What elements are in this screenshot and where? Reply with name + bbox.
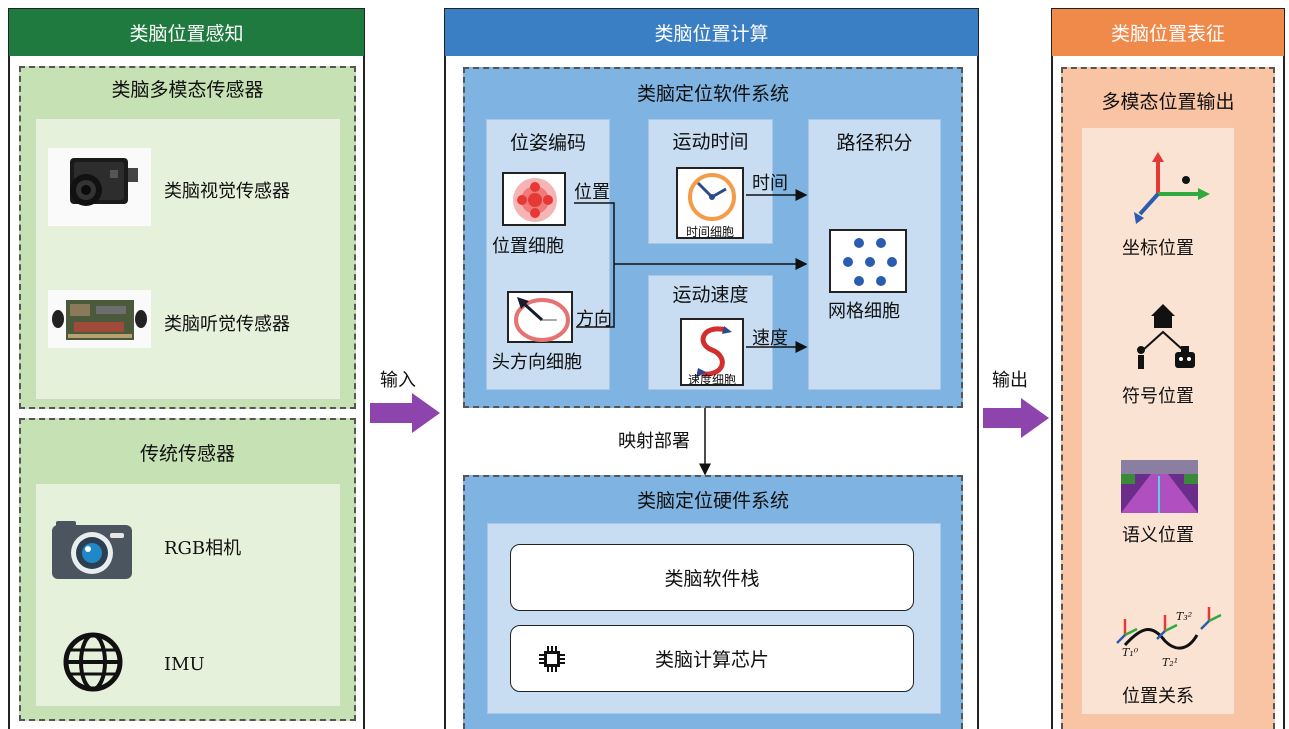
output-arrow — [983, 398, 1049, 438]
traditional-sensor-inner — [35, 483, 341, 707]
head-direction-cell-label: 头方向细胞 — [492, 352, 582, 373]
camera-icon — [52, 513, 132, 579]
perception-header: 类脑位置感知 — [9, 9, 364, 56]
grid-cell-label: 网格细胞 — [828, 301, 900, 322]
place-output-label: 位置 — [574, 182, 610, 203]
globe-icon — [62, 631, 124, 693]
pose-encoding-title: 位姿编码 — [509, 131, 586, 154]
neuro-sensor-label-0: 类脑视觉传感器 — [164, 181, 290, 202]
traditional-sensor-title: 传统传感器 — [139, 442, 235, 465]
place-cell-icon — [502, 172, 566, 226]
chip-icon — [538, 645, 566, 673]
head-direction-cell-icon — [507, 291, 573, 343]
neuro-sensor-label-1: 类脑听觉传感器 — [164, 314, 290, 335]
compute-chip-box: 类脑计算芯片 — [510, 625, 914, 692]
computation-header: 类脑位置计算 — [445, 9, 978, 56]
grid-cell-icon — [829, 229, 907, 293]
time-cell-label: 时间细胞 — [685, 224, 734, 239]
head-direction-output-label: 方向 — [576, 309, 612, 330]
speed-cell-icon — [680, 318, 744, 386]
semantic-road-image — [1121, 460, 1198, 513]
output-label-1: 符号位置 — [1122, 386, 1194, 407]
motion-speed-title: 运动速度 — [672, 283, 749, 306]
motion-time-title: 运动时间 — [672, 130, 749, 153]
traditional-sensor-label-0: RGB相机 — [164, 538, 242, 559]
software-system-title: 类脑定位软件系统 — [636, 82, 789, 105]
output-label-3: 位置关系 — [1122, 686, 1194, 707]
pose-mark-0: T₁⁰ — [1122, 646, 1139, 659]
hardware-system-title: 类脑定位硬件系统 — [636, 489, 789, 512]
pose-mark-2: T₃² — [1176, 610, 1193, 623]
place-cell-label: 位置细胞 — [492, 236, 564, 257]
representation-header: 类脑位置表征 — [1052, 9, 1284, 56]
input-label: 输入 — [380, 370, 416, 391]
multimodal-output-title: 多模态位置输出 — [1101, 90, 1235, 113]
path-integration-title: 路径积分 — [836, 131, 913, 154]
speed-cell-label: 速度细胞 — [687, 372, 736, 387]
speed-output-label: 速度 — [752, 328, 788, 349]
software-stack-box: 类脑软件栈 — [510, 544, 914, 611]
traditional-sensor-label-1: IMU — [164, 654, 205, 675]
house-person-robot-icon — [1123, 300, 1203, 372]
output-label-2: 语义位置 — [1122, 525, 1194, 546]
pose-graph-icon — [1113, 605, 1223, 667]
output-label: 输出 — [992, 370, 1028, 391]
pose-mark-1: T₂¹ — [1162, 656, 1179, 669]
output-label-0: 坐标位置 — [1122, 238, 1194, 259]
input-arrow — [370, 393, 440, 433]
circuit-board-photo — [48, 290, 151, 348]
time-cell-icon — [676, 167, 744, 239]
mapping-label: 映射部署 — [618, 431, 690, 452]
axes-icon — [1128, 150, 1218, 230]
time-output-label: 时间 — [752, 173, 788, 194]
camera-module-photo — [48, 148, 151, 226]
neuro-sensor-title: 类脑多模态传感器 — [111, 78, 264, 101]
